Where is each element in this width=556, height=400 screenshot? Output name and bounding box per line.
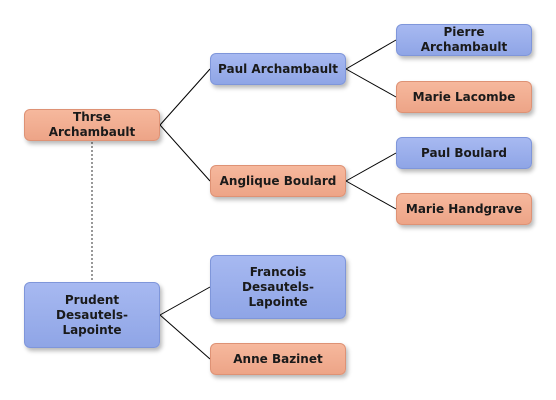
person-pierre-archambault[interactable]: Pierre Archambault bbox=[396, 24, 532, 56]
link-prudent-anne bbox=[159, 314, 211, 360]
person-angelique-boulard[interactable]: Anglique Boulard bbox=[210, 165, 346, 197]
link-paul-marie-lacombe bbox=[345, 68, 397, 98]
person-paul-archambault[interactable]: Paul Archambault bbox=[210, 53, 346, 85]
link-angelique-marie-handgrave bbox=[345, 180, 397, 210]
link-angelique-paul-boulard bbox=[345, 152, 397, 182]
person-name: Prudent Desautels-Lapointe bbox=[56, 292, 128, 337]
person-marie-handgrave[interactable]: Marie Handgrave bbox=[396, 193, 532, 225]
link-therese-paul bbox=[159, 68, 211, 126]
link-paul-pierre bbox=[345, 39, 397, 70]
link-prudent-francois bbox=[159, 286, 211, 316]
person-name: Paul Archambault bbox=[218, 61, 338, 76]
person-therese-archambault[interactable]: Thrse Archambault bbox=[24, 109, 160, 141]
person-francois-desautels-lapointe[interactable]: Francois Desautels-Lapointe bbox=[210, 255, 346, 319]
link-therese-angelique bbox=[159, 124, 211, 182]
person-name: Anne Bazinet bbox=[233, 351, 323, 366]
person-name: Marie Lacombe bbox=[412, 89, 516, 104]
person-anne-bazinet[interactable]: Anne Bazinet bbox=[210, 343, 346, 375]
person-marie-lacombe[interactable]: Marie Lacombe bbox=[396, 81, 532, 113]
person-name: Marie Handgrave bbox=[405, 201, 523, 216]
person-name: Pierre Archambault bbox=[420, 25, 508, 54]
person-name: Thrse Archambault bbox=[48, 110, 136, 139]
person-name: Anglique Boulard bbox=[219, 173, 337, 188]
person-name: Paul Boulard bbox=[420, 145, 508, 160]
person-paul-boulard[interactable]: Paul Boulard bbox=[396, 137, 532, 169]
person-prudent-desautels-lapointe[interactable]: Prudent Desautels-Lapointe bbox=[24, 282, 160, 348]
person-name: Francois Desautels-Lapointe bbox=[242, 264, 314, 309]
